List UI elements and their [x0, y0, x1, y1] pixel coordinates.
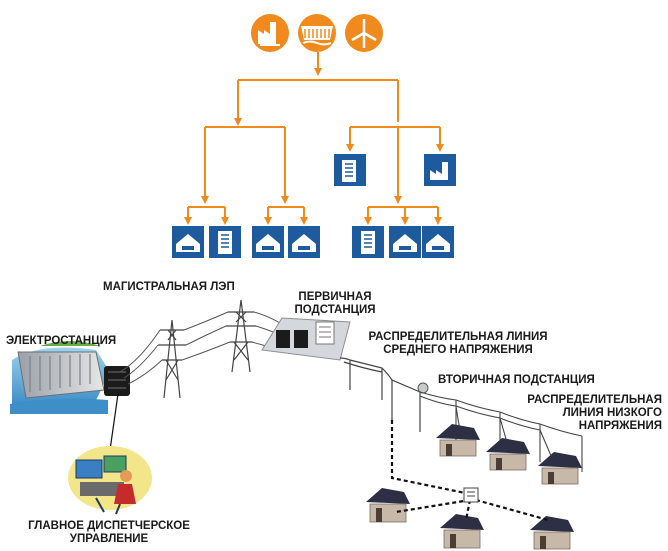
- secondary-substation-illustration: [417, 382, 429, 394]
- dam-icon: [298, 14, 336, 52]
- low-voltage-line-label: РАСПРЕДЕЛИТЕЛЬНАЯ ЛИНИЯ НИЗКОГО НАПРЯЖЕН…: [490, 394, 662, 433]
- factory-icon: [251, 14, 289, 52]
- control-center-label-line1: ГЛАВНОЕ ДИСПЕТЧЕРСКОЕ: [28, 520, 190, 532]
- medium-voltage-line-label-line1: РАСПРЕДЕЛИТЕЛЬНАЯ ЛИНИЯ: [368, 331, 548, 343]
- distribution-cabinet: [463, 487, 479, 503]
- house-illustration: [538, 452, 582, 485]
- control-center-label: ГЛАВНОЕ ДИСПЕТЧЕРСКОЕ УПРАВЛЕНИЕ: [14, 520, 204, 546]
- house-icon: [288, 226, 320, 258]
- transmission-pylon: [158, 319, 186, 399]
- low-voltage-line-label-line1: РАСПРЕДЕЛИТЕЛЬНАЯ: [527, 394, 662, 406]
- house-icon: [172, 226, 204, 258]
- transmission-wires: [119, 311, 293, 385]
- house-illustration: [486, 438, 530, 471]
- house-illustration: [436, 424, 480, 457]
- consumer-icons: [172, 226, 454, 258]
- medium-voltage-line-label-line2: СРЕДНЕГО НАПРЯЖЕНИЯ: [383, 344, 533, 356]
- underground-cable: [390, 420, 549, 522]
- medium-voltage-line-label: РАСПРЕДЕЛИТЕЛЬНАЯ ЛИНИЯ СРЕДНЕГО НАПРЯЖЕ…: [348, 331, 568, 357]
- primary-substation-illustration: [261, 317, 351, 361]
- transmission-pylon: [226, 299, 256, 373]
- low-voltage-line-label-line2: ЛИНИЯ НИЗКОГО: [562, 407, 662, 419]
- primary-substation-label-line2: ПОДСТАНЦИЯ: [294, 304, 376, 316]
- office-building-icon: [352, 226, 384, 258]
- low-voltage-line: [419, 391, 583, 472]
- building-icon: [334, 154, 366, 186]
- house-icon: [422, 226, 454, 258]
- control-center-label-line2: УПРАВЛЕНИЕ: [69, 533, 149, 545]
- factory-icon: [424, 154, 456, 186]
- hierarchy-connectors: [184, 52, 444, 225]
- house-illustration: [366, 488, 410, 523]
- primary-substation-label-line1: ПЕРВИЧНАЯ: [298, 291, 372, 303]
- primary-substation-label: ПЕРВИЧНАЯ ПОДСТАНЦИЯ: [280, 291, 390, 317]
- control-link: [109, 393, 119, 451]
- power-station-label: ЭЛЕКТРОСТАНЦИЯ: [6, 335, 117, 347]
- secondary-substation-label: ВТОРИЧНАЯ ПОДСТАНЦИЯ: [438, 374, 595, 386]
- houses: [366, 424, 582, 550]
- house-icon: [389, 226, 421, 258]
- wind-turbine-icon: [345, 14, 383, 52]
- office-building-icon: [209, 226, 241, 258]
- low-voltage-line-label-line3: НАПРЯЖЕНИЯ: [578, 420, 662, 432]
- house-illustration: [530, 516, 574, 550]
- house-icon: [252, 226, 284, 258]
- medium-voltage-line: [339, 357, 421, 432]
- house-illustration: [440, 514, 484, 549]
- control-center-illustration: [68, 446, 152, 515]
- source-icons: [251, 14, 383, 52]
- main-line-label: МАГИСТРАЛЬНАЯ ЛЭП: [103, 281, 235, 293]
- power-station-illustration: [10, 341, 130, 414]
